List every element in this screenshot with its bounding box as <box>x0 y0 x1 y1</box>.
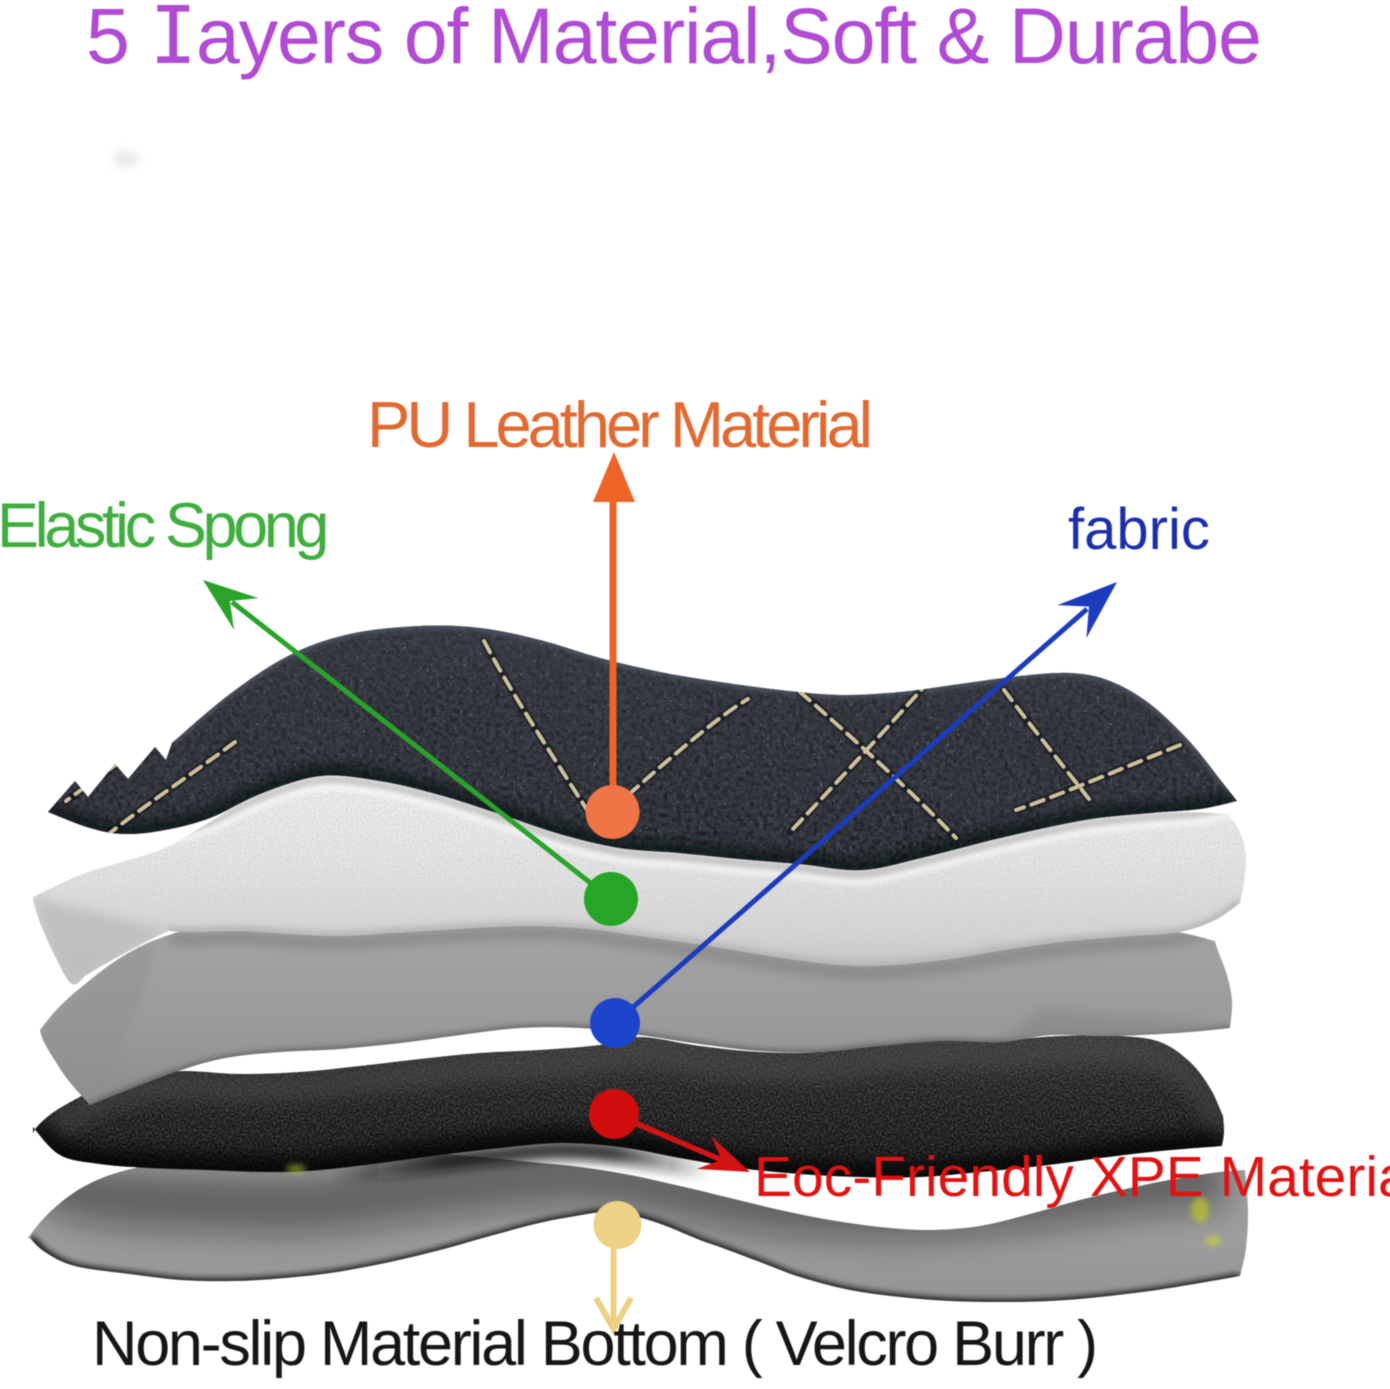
stitch-seam <box>1014 743 1182 812</box>
photo-speck <box>1191 1197 1209 1223</box>
fabric-arrow <box>613 582 1117 1025</box>
pu-leather-arrow <box>593 452 635 812</box>
label-pu-leather: PU Leather Material <box>367 388 873 461</box>
label-elastic-sponge: Elastic Spong <box>0 491 329 561</box>
elastic-sponge-arrow <box>203 580 613 901</box>
shading-shape <box>47 784 1238 885</box>
stitch-seam <box>482 639 598 826</box>
diagram-title: 5 Iayers of Material,Soft & Durabe <box>86 0 1262 82</box>
annotation-arrows <box>203 452 1117 1336</box>
label-non-slip-bottom: Non-slip Material Bottom ( Velcro Burr ) <box>92 1309 1098 1379</box>
photo-speck <box>113 152 139 166</box>
photo-speck <box>1205 1236 1221 1246</box>
non-slip-arrow <box>593 1240 634 1336</box>
xpe-arrowhead <box>696 1135 750 1172</box>
shading-shape <box>25 1127 1223 1195</box>
photo-artifacts <box>113 152 1221 1246</box>
fabric-arrowhead <box>1057 582 1117 639</box>
label-fabric: fabric <box>1068 497 1210 562</box>
stitch-seam <box>108 740 237 835</box>
stitch-seam <box>798 690 958 840</box>
elastic-sponge-arrow-line <box>230 600 613 901</box>
shading-shape <box>48 764 1237 871</box>
label-xpe: Eoc-Friendly XPE Material <box>754 1145 1390 1209</box>
layer-marker-dots <box>584 785 642 1249</box>
pu-leather-dot <box>585 785 640 839</box>
xpe-dot <box>589 1089 639 1139</box>
shading-shape <box>167 914 1233 979</box>
elastic-sponge-arrowhead <box>203 580 259 630</box>
fabric-arrow-line <box>613 607 1089 1025</box>
shading-shape <box>33 1038 1225 1154</box>
xpe-underside-shadow <box>25 1127 1223 1195</box>
fabric-dot <box>590 998 640 1048</box>
non-slip-arrowhead <box>593 1296 634 1336</box>
shading-shape <box>33 897 168 984</box>
photo-speck <box>286 1164 306 1174</box>
stitch-seam <box>789 678 932 833</box>
non-slip-dot <box>593 1201 642 1249</box>
stitch-seam <box>1002 688 1091 801</box>
pu-leather-arrowhead <box>593 452 635 502</box>
shading-shape <box>40 940 155 1105</box>
elastic-sponge-dot <box>584 872 638 926</box>
